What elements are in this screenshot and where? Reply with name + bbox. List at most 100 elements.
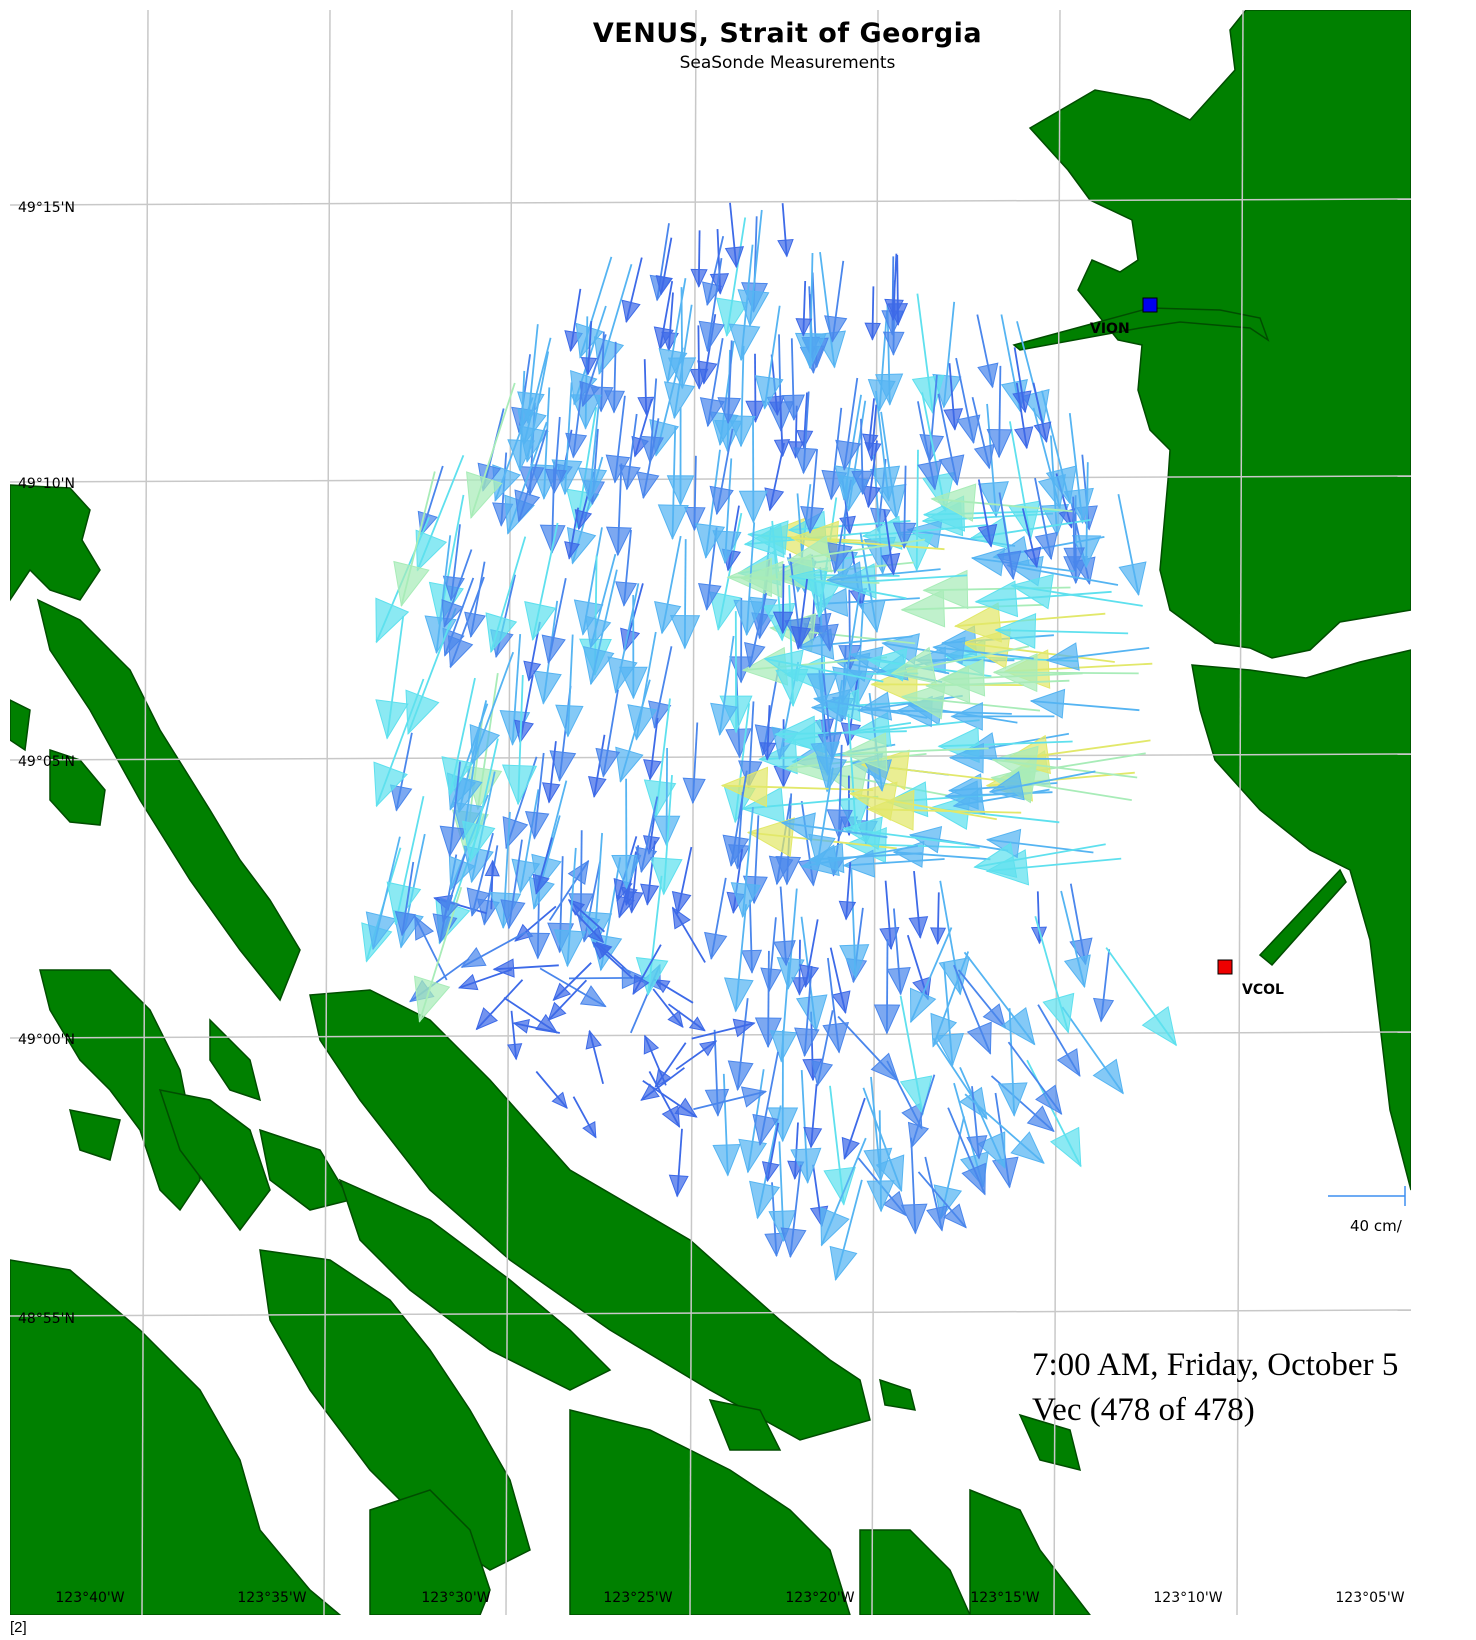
footnote: [2] [10, 1619, 27, 1636]
land-polygon [708, 1398, 782, 1451]
current-vector [862, 398, 879, 453]
current-vector [977, 403, 1009, 518]
current-vector [839, 869, 870, 979]
current-vector [405, 607, 457, 735]
current-vector [375, 615, 409, 740]
land-polygon [1028, 10, 1411, 659]
land-polygon [569, 1409, 851, 1615]
land-polygon [969, 1488, 1091, 1615]
current-vector [796, 392, 814, 449]
current-vector [716, 217, 749, 338]
current-vector [698, 257, 725, 353]
current-vector [986, 365, 1013, 459]
meridian-line [1053, 10, 1061, 1615]
current-vector [776, 888, 805, 991]
current-vector [835, 377, 862, 471]
current-vector [653, 280, 674, 351]
current-vector [811, 1010, 834, 1087]
current-vector [795, 280, 813, 337]
land-polygon [859, 1529, 971, 1615]
current-vector [837, 1015, 899, 1082]
current-vector [730, 807, 762, 919]
current-vector [1034, 477, 1058, 561]
land-polygon [1258, 868, 1347, 967]
current-vector [994, 613, 1129, 649]
land-polygon [259, 1128, 352, 1211]
meridian-line [323, 10, 331, 1615]
current-vector [712, 458, 742, 565]
current-vector [810, 668, 840, 776]
latitude-label: 49°00'N [18, 1032, 75, 1048]
current-vector [892, 465, 917, 550]
current-vector [932, 636, 1034, 665]
current-vector [607, 583, 640, 694]
current-vector [460, 931, 527, 968]
current-vector [666, 407, 695, 507]
current-vector [1060, 890, 1091, 989]
current-vector [564, 507, 580, 560]
current-vector [930, 892, 947, 945]
current-vector [524, 752, 550, 840]
current-vector [693, 1086, 768, 1111]
current-vector [727, 998, 754, 1092]
current-vector [618, 413, 641, 491]
current-vector [829, 947, 851, 1014]
current-vector [744, 592, 768, 669]
longitude-label: 123°05'W [1335, 1590, 1405, 1606]
current-vector [917, 1171, 967, 1229]
current-vector [611, 778, 642, 890]
current-vector [682, 722, 706, 805]
current-vector [635, 796, 659, 874]
current-vectors [361, 202, 1177, 1281]
current-vector [1045, 642, 1150, 671]
parallel-line [10, 475, 1411, 483]
current-vector [825, 561, 941, 593]
land-polygon [1012, 307, 1270, 351]
land-polygon [10, 699, 31, 752]
current-vector [466, 382, 516, 519]
current-vector [884, 253, 904, 322]
meridian-line [141, 10, 149, 1615]
current-vector [909, 927, 953, 1024]
current-vector [503, 996, 559, 1034]
current-vector [441, 677, 476, 797]
current-vector [724, 202, 745, 269]
latitude-label: 49°05'N [18, 754, 75, 770]
current-vector [1026, 1059, 1082, 1168]
current-vector [974, 580, 1112, 618]
current-vector [704, 1029, 730, 1117]
land-polygon [158, 1089, 271, 1232]
current-vector [621, 257, 643, 324]
current-vector [393, 471, 436, 608]
current-vector [476, 845, 500, 926]
current-vector [992, 653, 1139, 693]
current-vector [500, 839, 526, 930]
current-vector [466, 832, 494, 917]
parallel-line [10, 1309, 1411, 1317]
current-vector [781, 338, 805, 422]
longitude-label: 123°10'W [1153, 1590, 1223, 1606]
land-polygon [209, 1018, 262, 1102]
site-label-vion: VION [1090, 321, 1130, 337]
current-vector [812, 688, 928, 721]
current-vector [996, 492, 1022, 581]
current-vector [826, 744, 853, 840]
current-vector [880, 509, 901, 576]
current-vector [1007, 1041, 1063, 1115]
current-vector [394, 861, 417, 937]
land-polygon [36, 598, 301, 1002]
current-vector [877, 411, 907, 520]
current-vector [657, 426, 689, 541]
current-vector [524, 522, 559, 642]
latitude-label: 48°55'N [18, 1311, 75, 1327]
current-vector [759, 705, 777, 761]
site-marker-vion [1142, 297, 1158, 313]
map-canvas [10, 10, 1411, 1615]
site-label-vcol: VCOL [1242, 982, 1284, 998]
current-vector [604, 341, 625, 414]
current-vector [684, 455, 706, 532]
current-vector [544, 416, 567, 495]
current-vector [763, 649, 884, 683]
land-polygon [1191, 649, 1411, 1191]
current-vector [777, 203, 794, 258]
